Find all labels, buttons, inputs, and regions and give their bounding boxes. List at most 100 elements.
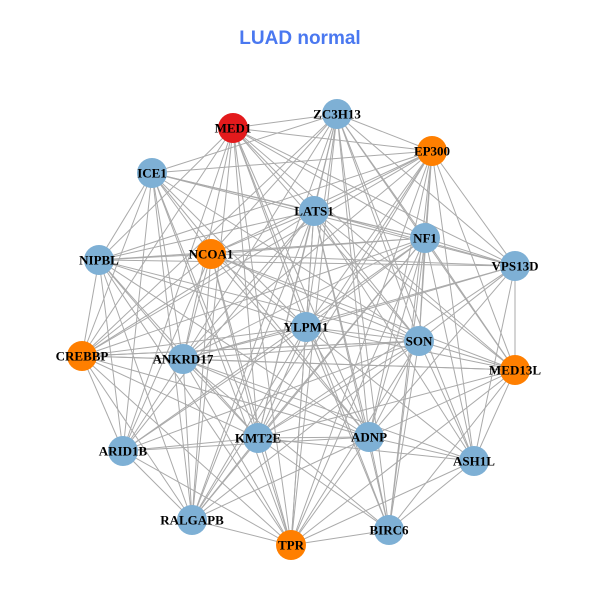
node-circle [500, 251, 530, 281]
edge-ep300-ash1l [431, 150, 475, 462]
edge-ylpm1-son [305, 326, 420, 342]
edge-nipbl-crebbp [81, 259, 100, 357]
node-circle [417, 136, 447, 166]
edge-med1-nf1 [232, 127, 426, 239]
node-vps13d[interactable]: VPS13D [492, 251, 539, 281]
node-ankrd17[interactable]: ANKRD17 [153, 344, 214, 374]
node-ice1[interactable]: ICE1 [137, 158, 167, 188]
edge-nipbl-arid1b [98, 259, 124, 452]
edge-zc3h13-ralgapb [191, 113, 338, 521]
node-label: SON [406, 334, 433, 349]
node-med13l[interactable]: MED13L [489, 355, 541, 385]
edge-ice1-kmt2e [151, 172, 259, 439]
edge-ep300-vps13d [431, 150, 516, 267]
edge-nf1-ylpm1 [305, 237, 426, 328]
edge-med1-kmt2e [232, 127, 259, 439]
edge-ncoa1-tpr [210, 253, 292, 546]
edge-nipbl-son [98, 259, 420, 342]
edge-ash1l-birc6 [388, 460, 475, 531]
edge-med13l-ash1l [473, 369, 516, 462]
node-zc3h13[interactable]: ZC3H13 [313, 99, 361, 129]
node-arid1b[interactable]: ARID1B [99, 436, 148, 466]
node-circle [168, 344, 198, 374]
node-ncoa1[interactable]: NCOA1 [189, 239, 234, 269]
node-label: ASH1L [453, 454, 495, 469]
edge-nf1-adnp [368, 237, 426, 438]
edge-ep300-ankrd17 [182, 150, 433, 360]
edge-ncoa1-med13l [210, 253, 516, 371]
node-label: BIRC6 [369, 523, 409, 538]
edge-son-kmt2e [257, 340, 420, 439]
edge-ylpm1-kmt2e [257, 326, 307, 439]
edge-ankrd17-arid1b [122, 358, 184, 452]
edge-lats1-ash1l [313, 210, 475, 462]
edge-son-birc6 [388, 340, 420, 531]
node-adnp[interactable]: ADNP [351, 422, 387, 452]
node-label: MED13L [489, 363, 541, 378]
node-nf1[interactable]: NF1 [410, 223, 440, 253]
edge-zc3h13-vps13d [336, 113, 516, 267]
edge-vps13d-adnp [368, 265, 516, 438]
node-label: ADNP [351, 430, 387, 445]
edge-med1-arid1b [122, 127, 234, 452]
node-birc6[interactable]: BIRC6 [369, 515, 409, 545]
edge-son-ankrd17 [182, 340, 420, 360]
node-kmt2e[interactable]: KMT2E [235, 423, 281, 453]
edge-med1-lats1 [232, 127, 315, 212]
edge-med1-son [232, 127, 420, 342]
node-label: ICE1 [137, 166, 167, 181]
node-tpr[interactable]: TPR [276, 530, 306, 560]
node-label: RALGAPB [160, 513, 224, 528]
node-ash1l[interactable]: ASH1L [453, 446, 495, 476]
edge-crebbp-arid1b [81, 355, 124, 452]
node-nipbl[interactable]: NIPBL [79, 245, 119, 275]
edge-nipbl-ylpm1 [98, 259, 307, 328]
edge-nf1-tpr [290, 237, 426, 546]
edge-lats1-kmt2e [257, 210, 315, 439]
node-label: LATS1 [294, 204, 334, 219]
node-label: NIPBL [79, 253, 119, 268]
edge-adnp-ralgapb [191, 436, 370, 521]
edge-med13l-kmt2e [257, 369, 516, 439]
edge-ankrd17-kmt2e [182, 358, 259, 439]
edge-ncoa1-ralgapb [191, 253, 212, 521]
edge-nf1-son [418, 237, 426, 342]
edge-nf1-ralgapb [191, 237, 426, 521]
edge-med13l-birc6 [388, 369, 516, 531]
edge-med1-adnp [232, 127, 370, 438]
edge-son-tpr [290, 340, 420, 546]
node-ylpm1[interactable]: YLPM1 [284, 312, 329, 342]
edge-son-med13l [418, 340, 516, 371]
node-label: ARID1B [99, 444, 148, 459]
edge-ankrd17-birc6 [182, 358, 390, 531]
node-circle [404, 326, 434, 356]
edge-lats1-nipbl [98, 210, 315, 261]
edge-zc3h13-ankrd17 [182, 113, 338, 360]
node-ep300[interactable]: EP300 [414, 136, 450, 166]
node-ralgapb[interactable]: RALGAPB [160, 505, 224, 535]
node-son[interactable]: SON [404, 326, 434, 356]
edge-lats1-arid1b [122, 210, 315, 452]
edge-nf1-med13l [424, 237, 516, 371]
node-circle [410, 223, 440, 253]
edge-crebbp-tpr [81, 355, 292, 546]
edge-crebbp-kmt2e [81, 355, 259, 439]
node-crebbp[interactable]: CREBBP [56, 341, 109, 371]
edge-lats1-nf1 [313, 210, 426, 239]
node-lats1[interactable]: LATS1 [294, 196, 334, 226]
edge-ep300-lats1 [313, 150, 433, 212]
node-med1[interactable]: MED1 [215, 113, 252, 143]
edge-med1-zc3h13 [232, 113, 338, 129]
edge-ice1-vps13d [151, 172, 516, 267]
edge-arid1b-tpr [122, 450, 292, 546]
edge-tpr-birc6 [290, 529, 390, 546]
node-label: TPR [278, 538, 305, 553]
edge-ncoa1-nipbl [98, 253, 212, 261]
node-circle [500, 355, 530, 385]
edge-ralgapb-tpr [191, 519, 292, 546]
node-circle [177, 505, 207, 535]
edge-ash1l-tpr [290, 460, 475, 546]
node-circle [374, 515, 404, 545]
